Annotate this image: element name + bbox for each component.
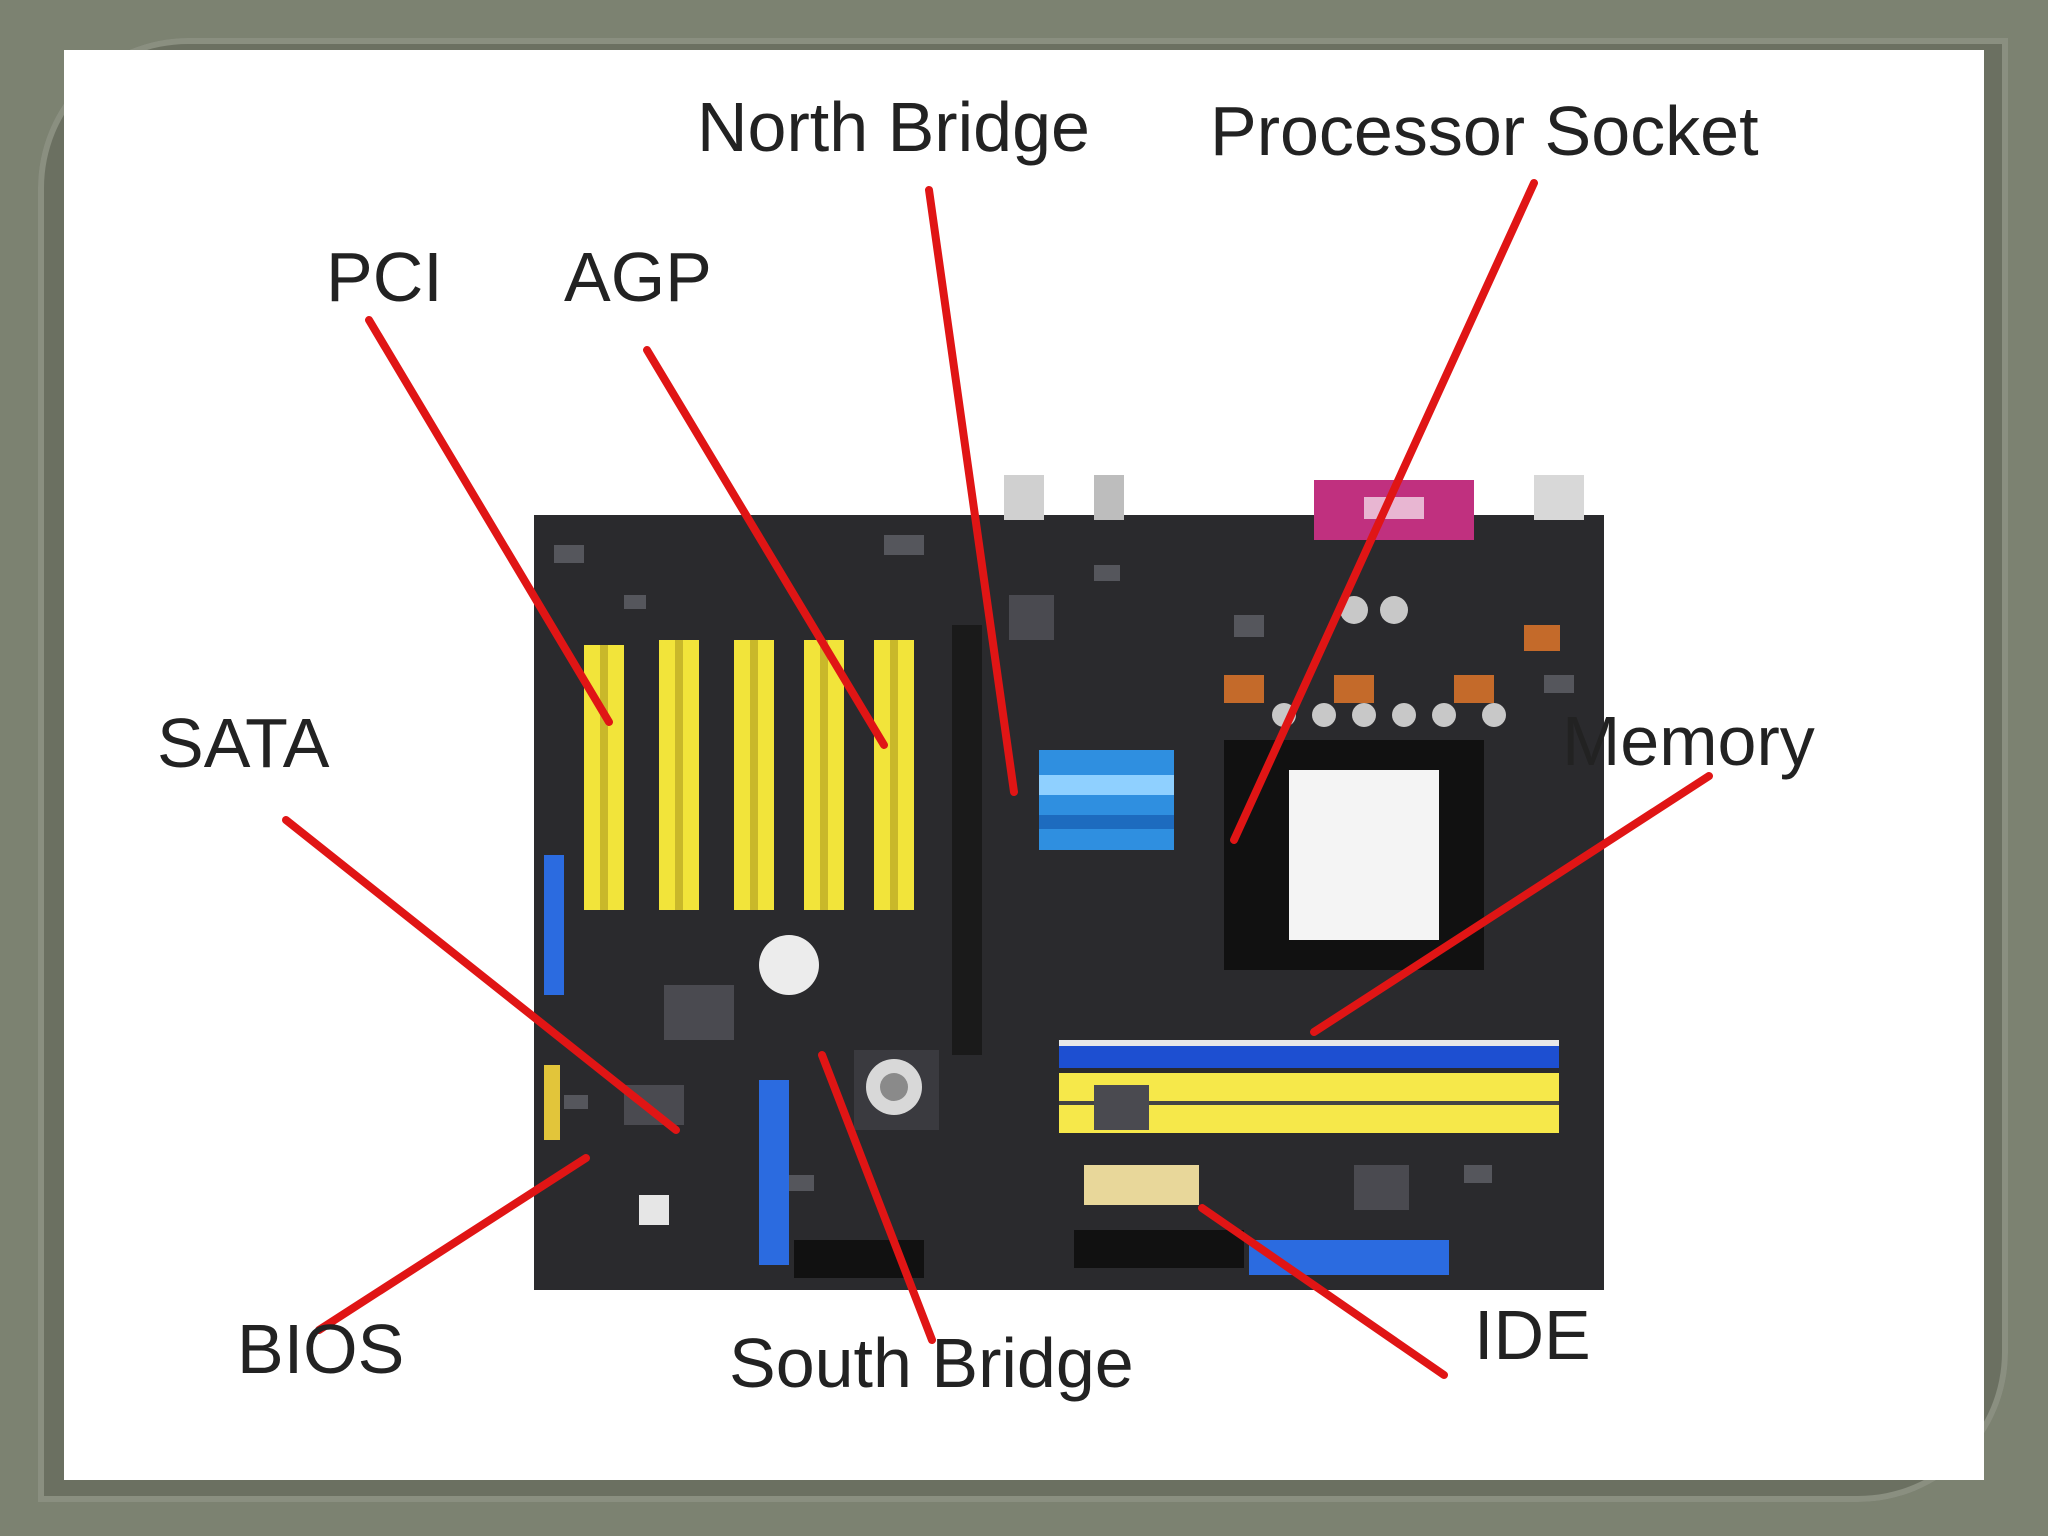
label-south-bridge: South Bridge (729, 1324, 1134, 1402)
label-memory: Memory (1562, 702, 1815, 780)
label-processor-socket: Processor Socket (1210, 92, 1759, 170)
label-pci: PCI (326, 238, 443, 316)
cmos-battery (759, 935, 819, 995)
cpu-socket (1289, 770, 1439, 940)
label-sata: SATA (157, 704, 330, 782)
agp-slot (952, 625, 982, 1055)
label-ide: IDE (1474, 1296, 1591, 1374)
motherboard-image (534, 475, 1604, 1290)
label-agp: AGP (564, 238, 712, 316)
atx-power-connector (1084, 1165, 1199, 1205)
north-bridge-heatsink (1039, 750, 1174, 850)
sata-connector (759, 1080, 789, 1265)
ide-connector (1249, 1240, 1449, 1275)
label-bios: BIOS (237, 1310, 405, 1388)
slide-canvas: North Bridge Processor Socket PCI AGP SA… (64, 50, 1984, 1480)
label-north-bridge: North Bridge (697, 88, 1090, 166)
bios-chip (639, 1195, 669, 1225)
